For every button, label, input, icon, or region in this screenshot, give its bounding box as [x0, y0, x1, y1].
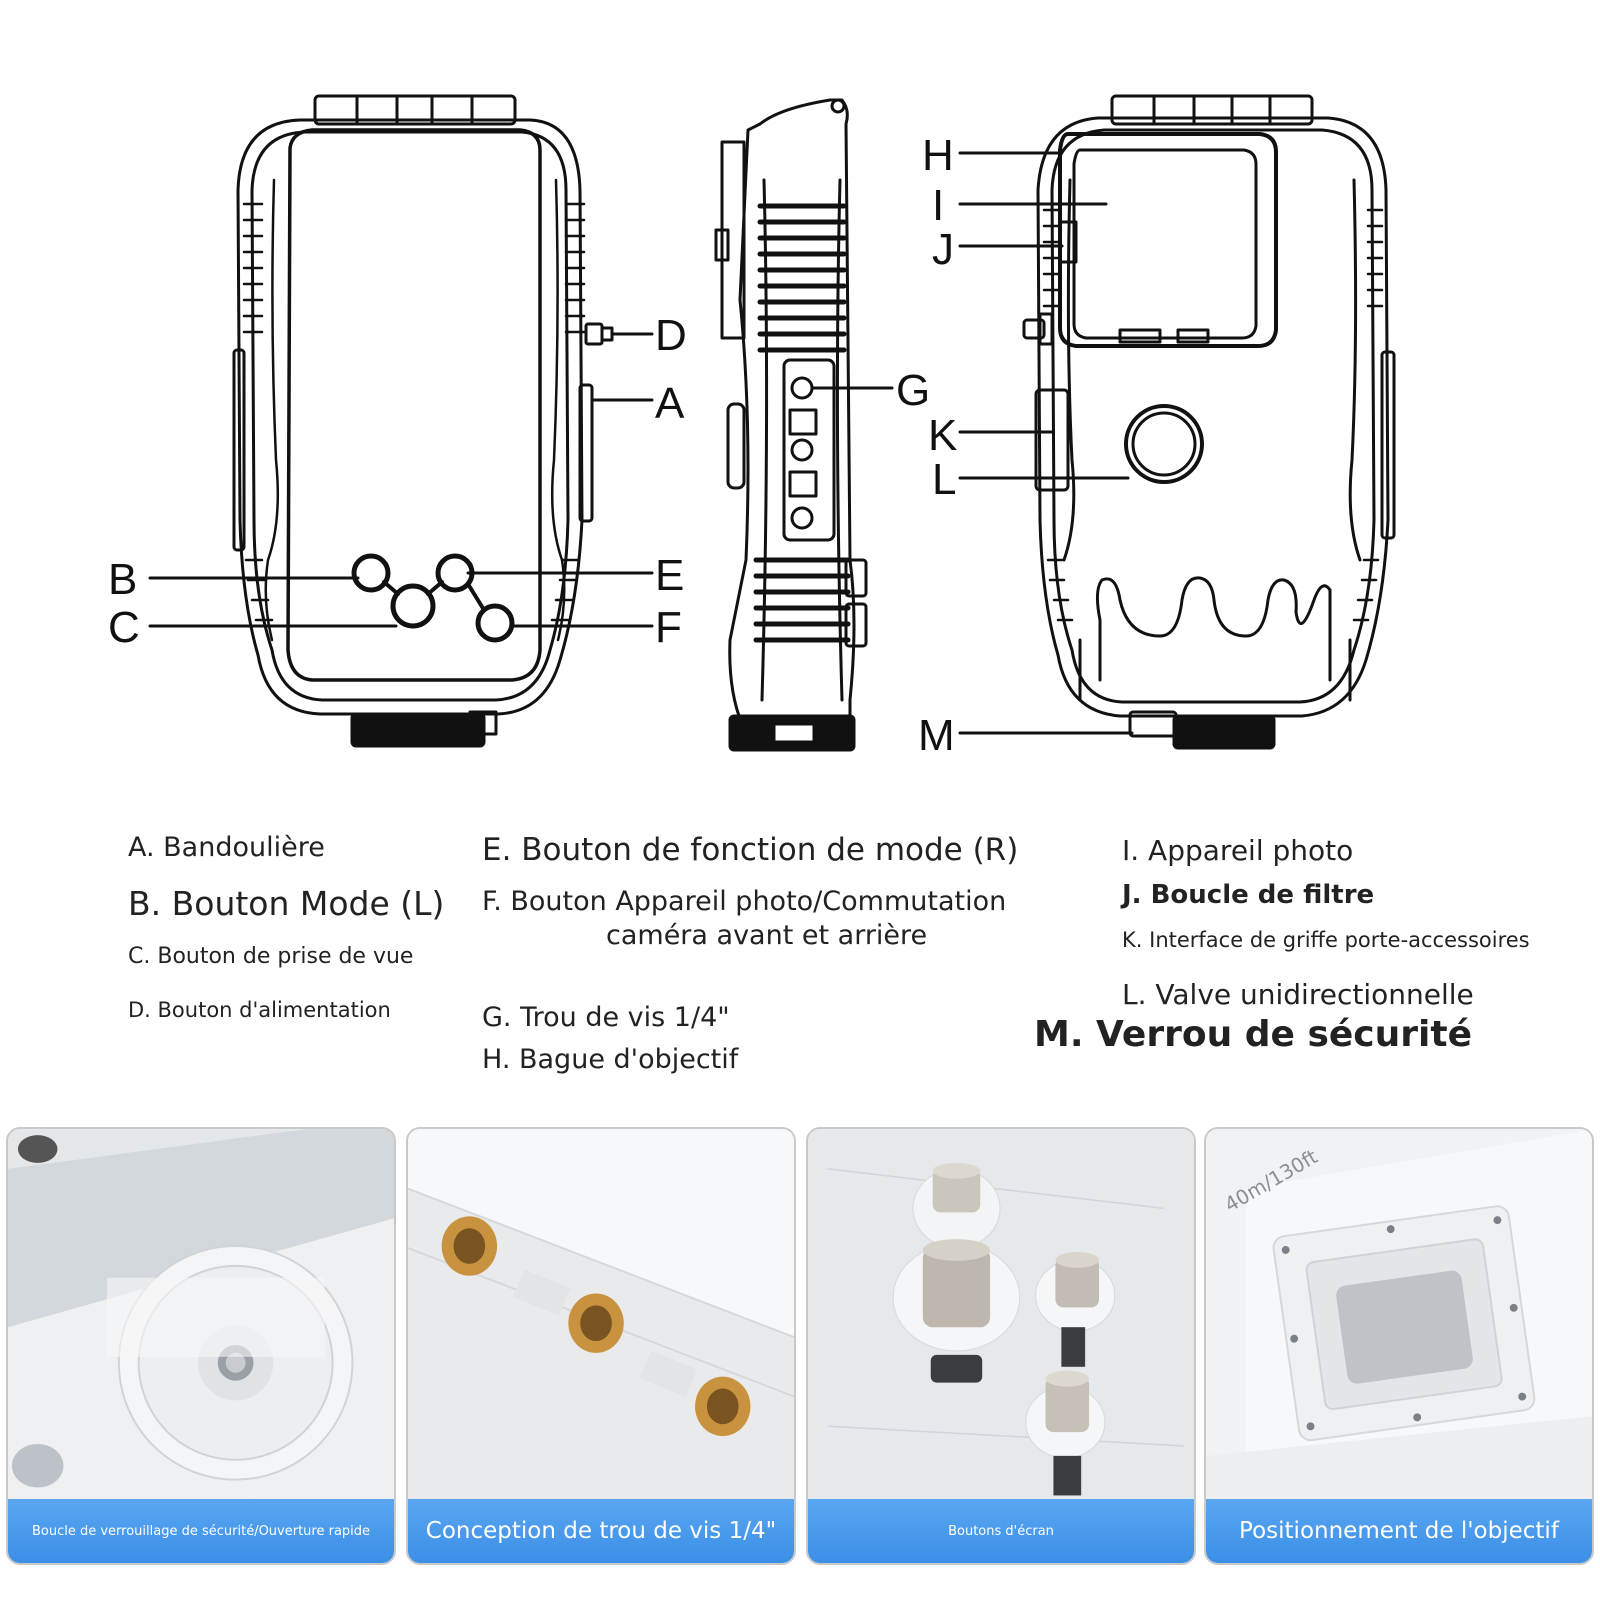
legend-item-f: F. Bouton Appareil photo/Commutation — [482, 886, 1007, 917]
panel-screen-buttons: Boutons d'écran — [806, 1127, 1196, 1565]
safety-lock-knob-photo — [8, 1129, 394, 1563]
legend-item-g: G. Trou de vis 1/4" — [482, 1002, 730, 1033]
callout-letters: A B C D E F G H I J K L M — [108, 131, 957, 760]
callout-B: B — [108, 555, 137, 604]
callout-F: F — [655, 603, 682, 652]
callout-E: E — [655, 551, 684, 600]
back-view — [1022, 94, 1396, 750]
legend-item-i: I. Appareil photo — [1122, 834, 1354, 867]
panel-screw-holes: Conception de trou de vis 1/4" — [406, 1127, 796, 1565]
lens-positioning-photo: 40m/130ft — [1206, 1129, 1592, 1563]
side-view — [714, 98, 868, 752]
legend-item-k: K. Interface de griffe porte-accessoires — [1122, 928, 1530, 952]
legend-item-h: H. Bague d'objectif — [482, 1044, 739, 1075]
case-diagram: A B C D E F G H I J K L M — [108, 94, 1396, 760]
callout-M: M — [918, 711, 955, 760]
callout-L: L — [932, 455, 956, 504]
screw-holes-photo — [408, 1129, 794, 1563]
screen-buttons-photo — [808, 1129, 1194, 1563]
caption-screen-buttons: Boutons d'écran — [808, 1499, 1194, 1563]
front-view — [232, 94, 614, 748]
legend-item-a: A. Bandoulière — [128, 832, 325, 863]
legend-item-b: B. Bouton Mode (L) — [128, 884, 445, 923]
panel-safety-lock: Boucle de verrouillage de sécurité/Ouver… — [6, 1127, 396, 1565]
legend-item-j: J. Boucle de filtre — [1122, 880, 1375, 910]
legend-item-f-cont: caméra avant et arrière — [606, 920, 928, 951]
callout-I: I — [932, 181, 944, 230]
legend-item-d: D. Bouton d'alimentation — [128, 998, 391, 1022]
caption-lens-positioning: Positionnement de l'objectif — [1206, 1499, 1592, 1563]
callout-A: A — [655, 379, 685, 428]
caption-screw-holes: Conception de trou de vis 1/4" — [408, 1499, 794, 1563]
callout-D: D — [655, 311, 687, 360]
leader-lines — [148, 151, 1134, 735]
legend-item-l: L. Valve unidirectionnelle — [1122, 978, 1474, 1011]
caption-safety-lock: Boucle de verrouillage de sécurité/Ouver… — [8, 1499, 394, 1563]
panel-lens-positioning: 40m/130ft Positionnement de l'objectif — [1204, 1127, 1594, 1565]
legend-item-c: C. Bouton de prise de vue — [128, 944, 414, 969]
callout-C: C — [108, 603, 140, 652]
legend-item-m: M. Verrou de sécurité — [1034, 1014, 1472, 1055]
legend-item-e: E. Bouton de fonction de mode (R) — [482, 832, 1019, 868]
callout-H: H — [922, 131, 954, 180]
callout-K: K — [928, 411, 957, 460]
callout-G: G — [896, 366, 930, 415]
callout-J: J — [932, 225, 954, 274]
